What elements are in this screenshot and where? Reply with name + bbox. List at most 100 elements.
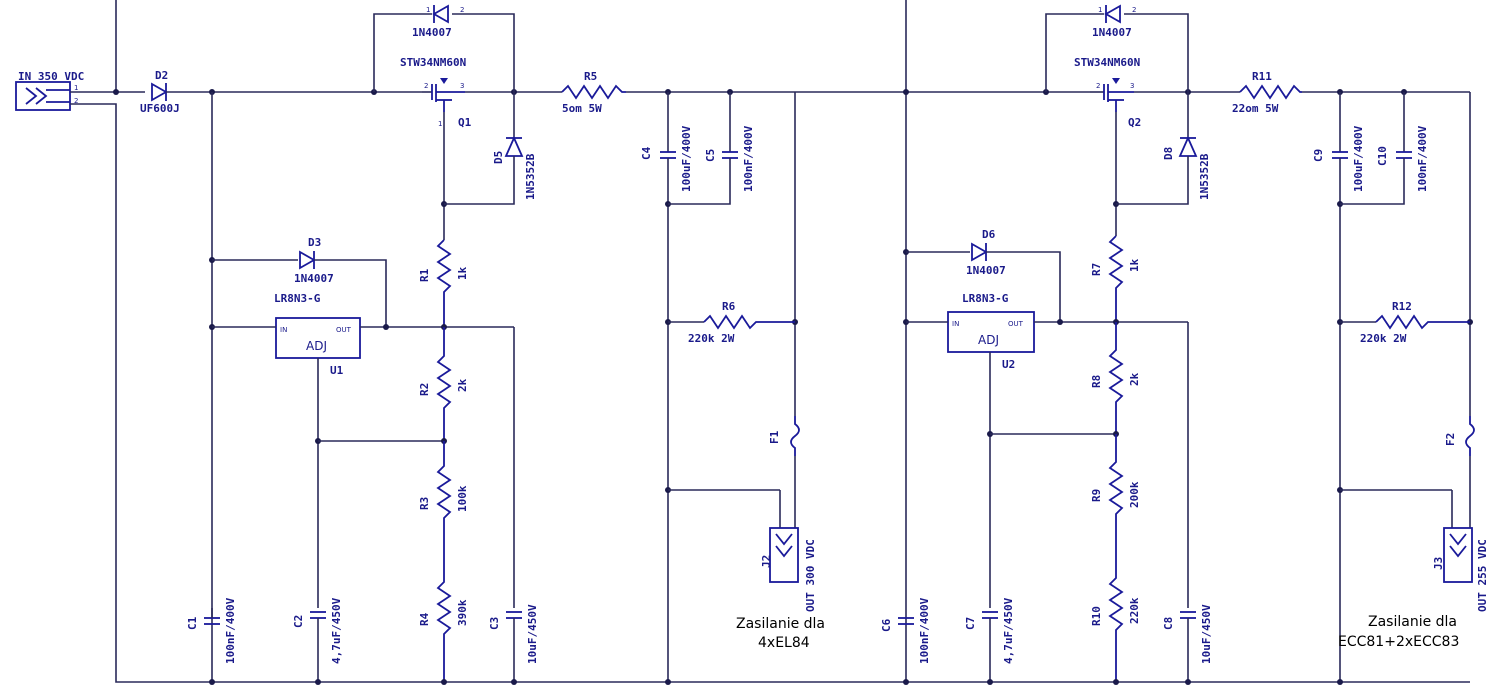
svg-text:390k: 390k	[456, 599, 469, 626]
svg-text:R2: R2	[418, 383, 431, 396]
svg-text:10uF/450V: 10uF/450V	[526, 604, 539, 664]
resistor-r7: R7 1k	[1090, 235, 1141, 322]
zener-d5: D5 1N5352B	[444, 92, 537, 205]
svg-text:C2: C2	[292, 615, 305, 628]
capacitor-c3: C3 10uF/450V	[488, 604, 539, 682]
svg-text:2: 2	[424, 82, 428, 90]
svg-text:R12: R12	[1392, 300, 1412, 313]
svg-text:C10: C10	[1376, 146, 1389, 166]
capacitor-c9: C9 100uF/400V	[1312, 92, 1365, 682]
mosfet-q2: STW34NM60N 2 3 Q2	[1074, 56, 1141, 129]
svg-text:100k: 100k	[456, 485, 469, 512]
svg-text:OUT: OUT	[336, 326, 352, 334]
resistor-r5: R5 5om 5W	[561, 70, 626, 115]
zener-d8: D8 1N5352B	[1116, 92, 1211, 205]
capacitor-c2: C2 4,7uF/450V	[292, 597, 343, 682]
svg-text:R6: R6	[722, 300, 736, 313]
ground-rail	[70, 103, 1470, 683]
svg-text:ADJ: ADJ	[306, 339, 327, 353]
svg-text:1: 1	[1098, 6, 1102, 14]
svg-text:100uF/400V: 100uF/400V	[680, 125, 693, 192]
svg-text:1k: 1k	[1128, 258, 1141, 272]
note-left-line2: 4xEL84	[758, 635, 810, 651]
svg-text:IN: IN	[280, 326, 287, 334]
svg-text:1N4007: 1N4007	[412, 26, 452, 39]
svg-text:LR8N3-G: LR8N3-G	[962, 292, 1009, 305]
svg-text:C7: C7	[964, 617, 977, 630]
svg-text:2: 2	[1132, 6, 1136, 14]
svg-text:J2: J2	[760, 555, 773, 568]
svg-text:1N4007: 1N4007	[1092, 26, 1132, 39]
svg-text:F1: F1	[768, 430, 781, 444]
svg-text:100uF/400V: 100uF/400V	[1352, 125, 1365, 192]
resistor-r10: R10 220k	[1090, 566, 1141, 682]
svg-text:Q2: Q2	[1128, 116, 1141, 129]
resistor-r11: R11 22om 5W	[1232, 70, 1302, 115]
regulator-u1: LR8N3-G IN OUT ADJ U1	[274, 292, 361, 377]
svg-text:OUT: OUT	[1008, 320, 1024, 328]
note-right-line2: ECC81+2xECC83	[1338, 634, 1459, 650]
svg-text:1N4007: 1N4007	[966, 264, 1006, 277]
svg-text:C6: C6	[880, 618, 893, 632]
svg-text:100nF/400V: 100nF/400V	[742, 125, 755, 192]
svg-text:J3: J3	[1432, 557, 1445, 570]
capacitor-c6: C6 100nF/400V	[880, 597, 931, 664]
svg-text:1: 1	[438, 120, 442, 128]
mosfet-q1: STW34NM60N 2 3 1 Q1	[400, 56, 472, 129]
resistor-r4: R4 390k	[418, 570, 469, 682]
resistor-r3: R3 100k	[418, 441, 469, 570]
capacitor-c8: C8 10uF/450V	[1162, 604, 1213, 682]
svg-text:1N5352B: 1N5352B	[524, 153, 537, 200]
resistor-r2: R2 2k	[418, 327, 469, 441]
svg-text:R4: R4	[418, 612, 431, 626]
svg-text:UF600J: UF600J	[140, 102, 180, 115]
resistor-r8: R8 2k	[1090, 322, 1141, 434]
svg-text:IN: IN	[952, 320, 959, 328]
svg-text:D2: D2	[155, 69, 168, 82]
svg-text:3: 3	[1130, 82, 1134, 90]
svg-text:2: 2	[74, 97, 78, 105]
fuse-f1: F1	[768, 416, 800, 456]
svg-text:Q1: Q1	[458, 116, 472, 129]
svg-text:1: 1	[426, 6, 430, 14]
svg-text:220k: 220k	[1128, 597, 1141, 624]
diode-d4: 1 2 1N4007	[1045, 4, 1189, 92]
svg-text:R7: R7	[1090, 263, 1103, 276]
svg-text:R8: R8	[1090, 375, 1103, 388]
svg-text:F2: F2	[1444, 433, 1457, 446]
svg-text:C1: C1	[186, 616, 199, 630]
svg-text:R1: R1	[418, 268, 431, 282]
svg-text:D6: D6	[982, 228, 996, 241]
svg-text:100nF/400V: 100nF/400V	[918, 597, 931, 664]
input-connector: 1 2 IN 350 VDC	[15, 70, 84, 111]
resistor-r6: R6 220k 2W	[668, 300, 795, 345]
svg-text:4,7uF/450V: 4,7uF/450V	[330, 597, 343, 664]
output-connector-j3: J3 OUT 255 VDC	[1340, 489, 1489, 612]
svg-text:220k 2W: 220k 2W	[1360, 332, 1407, 345]
svg-text:4,7uF/450V: 4,7uF/450V	[1002, 597, 1015, 664]
resistor-r12: R12 220k 2W	[1340, 300, 1470, 345]
capacitor-c5: C5 100nF/400V	[668, 92, 755, 205]
svg-text:5om 5W: 5om 5W	[562, 102, 602, 115]
svg-text:D5: D5	[492, 151, 505, 164]
svg-text:1: 1	[74, 84, 78, 92]
svg-text:C4: C4	[640, 146, 653, 160]
svg-text:10uF/450V: 10uF/450V	[1200, 604, 1213, 664]
svg-text:100nF/400V: 100nF/400V	[1416, 125, 1429, 192]
capacitor-c1: C1 100nF/400V	[186, 597, 237, 664]
svg-text:2: 2	[460, 6, 464, 14]
svg-text:ADJ: ADJ	[978, 333, 999, 347]
svg-text:R9: R9	[1090, 489, 1103, 502]
fuse-f2: F2	[1444, 416, 1475, 456]
input-label: IN 350 VDC	[18, 70, 84, 83]
svg-text:1N5352B: 1N5352B	[1198, 153, 1211, 200]
svg-text:220k 2W: 220k 2W	[688, 332, 735, 345]
capacitor-c4: C4 100uF/400V	[640, 92, 693, 682]
note-right-line1: Zasilanie dla	[1368, 614, 1457, 630]
svg-text:C8: C8	[1162, 617, 1175, 630]
svg-text:22om 5W: 22om 5W	[1232, 102, 1279, 115]
capacitor-c10: C10 100nF/400V	[1340, 92, 1429, 205]
note-left-line1: Zasilanie dla	[736, 616, 825, 632]
svg-text:D3: D3	[308, 236, 321, 249]
